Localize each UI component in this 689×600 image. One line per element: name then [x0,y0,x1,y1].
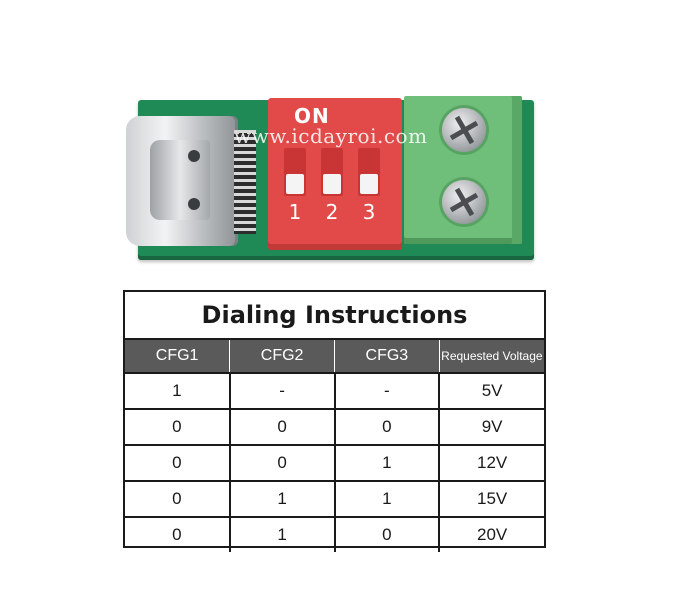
dialing-table: Dialing Instructions CFG1 CFG2 CFG3 Requ… [123,290,546,552]
cell: 0 [125,444,231,481]
dip-number-2: 2 [325,200,339,224]
dip-switch-1 [284,148,306,196]
header-requested-voltage: Requested Voltage [439,340,544,373]
cell: 5V [439,372,544,409]
header-row: CFG1 CFG2 CFG3 Requested Voltage [125,340,544,373]
dip-number-1: 1 [288,200,302,224]
usb-c-port [150,140,210,220]
screw-icon [442,180,486,224]
screw-icon [442,108,486,152]
cell: 0 [334,408,441,445]
cell: 20V [439,516,544,552]
cell: 0 [125,408,231,445]
usb-mount-hole [188,198,200,210]
dip-number-3: 3 [362,200,376,224]
header-cfg2: CFG2 [229,340,335,373]
cell: 0 [334,516,441,552]
usb-mount-hole [188,150,200,162]
cell: 9V [439,408,544,445]
cell: 1 [334,480,441,517]
table-row: 1 - - 5V [125,372,544,409]
usb-pins [234,130,256,234]
config-table: CFG1 CFG2 CFG3 Requested Voltage 1 - - 5… [125,340,544,552]
cell: 0 [125,480,231,517]
table-row: 0 1 0 20V [125,516,544,552]
table-row: 0 1 1 15V [125,480,544,517]
cell: 0 [125,516,231,552]
table-row: 0 0 1 12V [125,444,544,481]
cell: 15V [439,480,544,517]
cell: 1 [125,372,231,409]
cell: - [229,372,336,409]
dip-switch-2 [321,148,343,196]
cell: 0 [229,444,336,481]
header-cfg3: CFG3 [334,340,440,373]
table-title: Dialing Instructions [125,292,544,340]
cell: 12V [439,444,544,481]
dip-switch-3 [358,148,380,196]
table-row: 0 0 0 9V [125,408,544,445]
cell: 1 [229,480,336,517]
cell: 1 [334,444,441,481]
cell: 0 [229,408,336,445]
watermark: www.icdayroi.com [234,124,428,148]
cell: 1 [229,516,336,552]
dip-on-label: ON [294,104,330,128]
header-cfg1: CFG1 [125,340,231,373]
cell: - [334,372,441,409]
